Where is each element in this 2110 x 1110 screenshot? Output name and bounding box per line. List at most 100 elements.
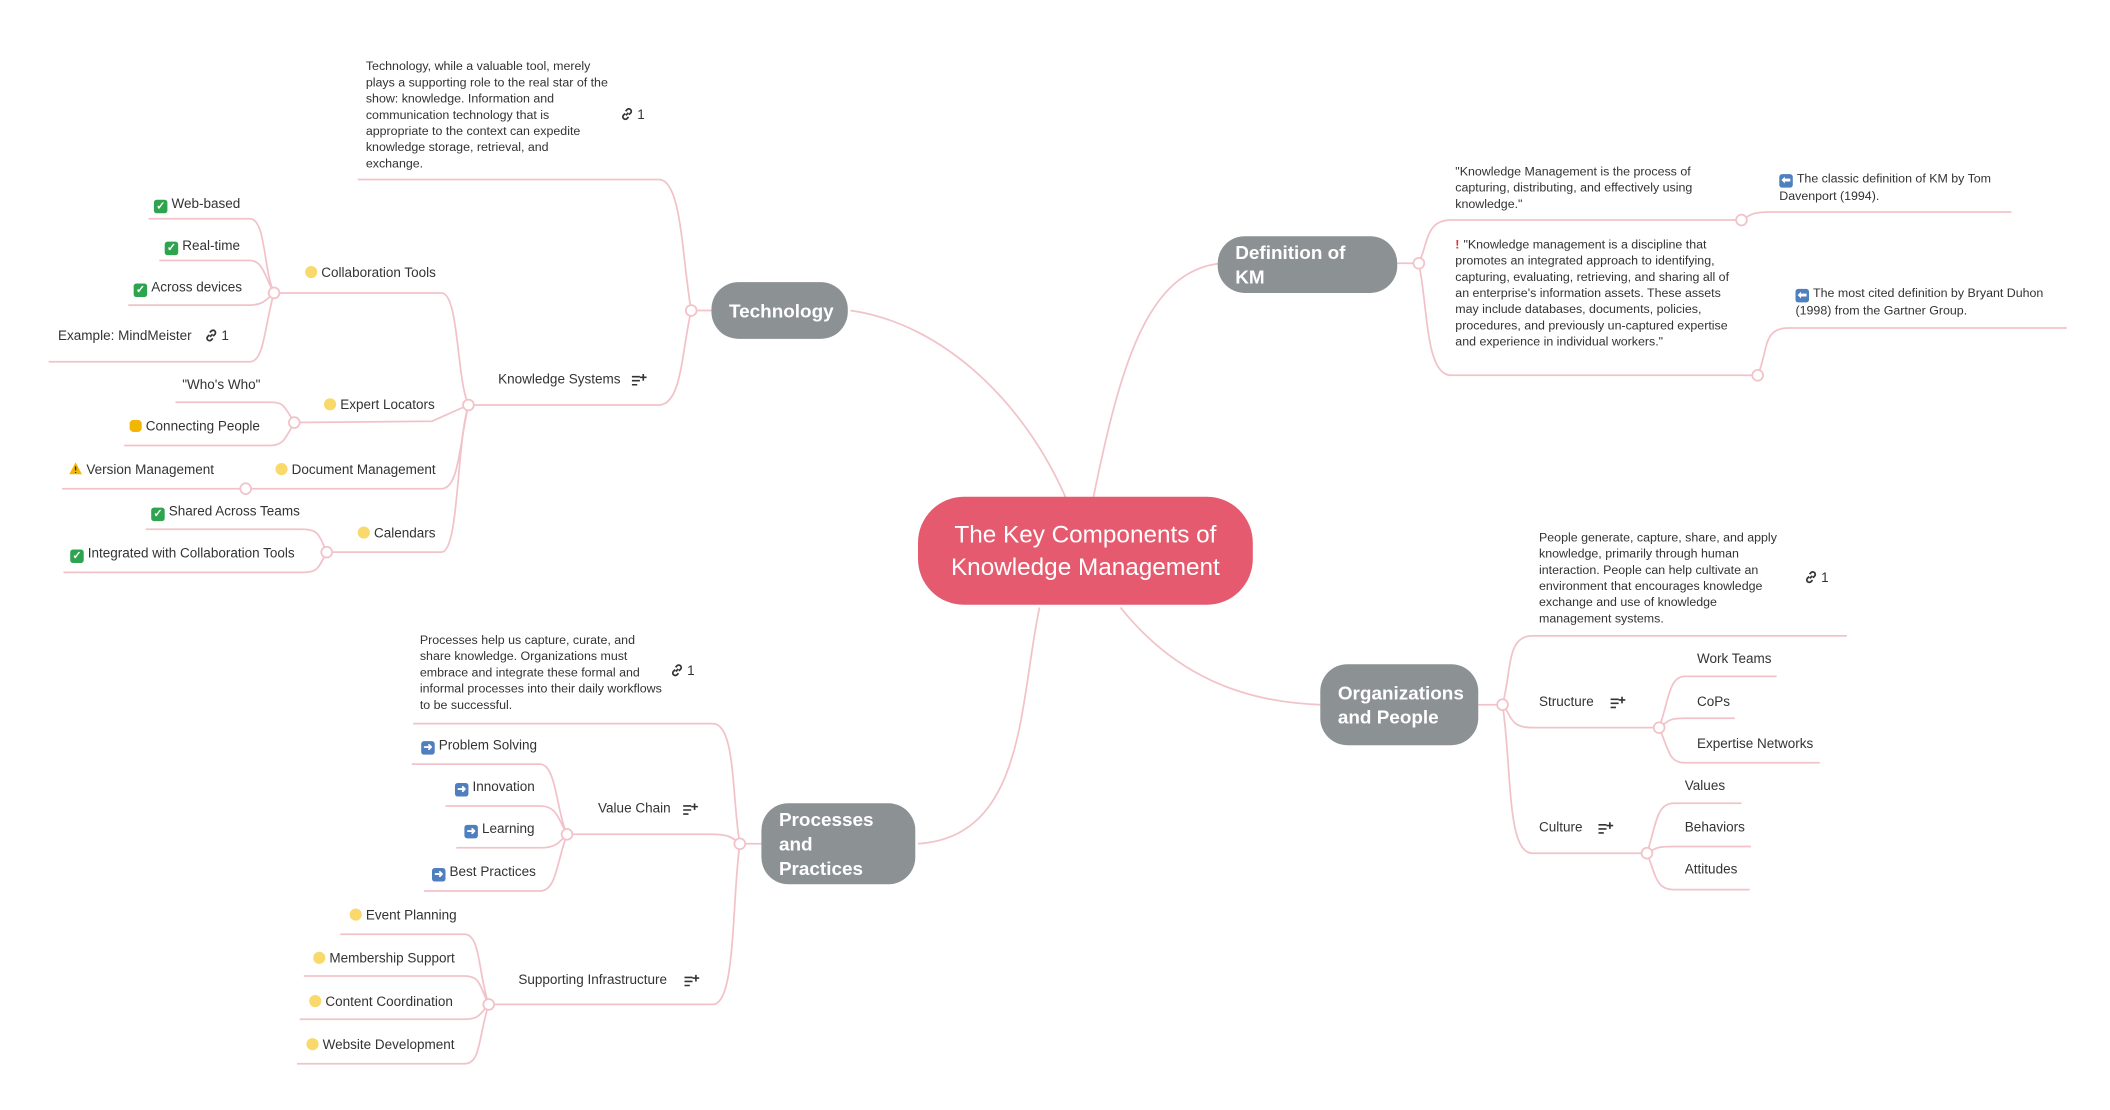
central-topic-line1: The Key Components of [954, 521, 1217, 549]
organizations-link-count[interactable]: 1 [1804, 570, 1829, 586]
learning-label: Learning [481, 822, 535, 837]
topic-value-chain[interactable]: Value Chain [598, 801, 671, 819]
topic-web-based[interactable]: ✓Web-based [153, 196, 241, 214]
topic-attitudes[interactable]: Attitudes [1685, 861, 1738, 879]
topic-document-management[interactable]: Document Management [275, 462, 436, 480]
topic-event-planning[interactable]: Event Planning [349, 907, 457, 925]
membership-support-label: Membership Support [329, 951, 455, 967]
topic-calendars[interactable]: Calendars [357, 525, 436, 543]
topic-supporting-infrastructure[interactable]: Supporting Infrastructure [518, 972, 667, 990]
value-chain-label: Value Chain [598, 801, 671, 817]
yellow-dot-icon [357, 526, 370, 539]
notes-icon[interactable] [631, 373, 647, 388]
version-management-label: Version Management [86, 463, 214, 478]
arrow-right-icon: ➜ [432, 868, 446, 882]
topic-collaboration-tools[interactable]: Collaboration Tools [305, 265, 436, 283]
yellow-dot-icon [309, 994, 322, 1008]
content-coordination-label: Content Coordination [325, 994, 453, 1010]
values-label: Values [1684, 778, 1726, 794]
branch-organizations-and-people[interactable]: Organizations and People [1320, 664, 1479, 746]
notes-icon[interactable] [1610, 696, 1626, 711]
processes-note[interactable]: Processes help us capture, curate, and s… [419, 633, 662, 712]
notes-icon[interactable] [1598, 822, 1614, 836]
branch-processes-line1: Processes [778, 808, 874, 831]
topic-innovation[interactable]: ➜Innovation [454, 779, 535, 797]
example-label: Example: MindMeister [58, 329, 192, 345]
behaviors-label: Behaviors [1684, 820, 1745, 836]
topic-structure[interactable]: Structure [1539, 694, 1594, 712]
link-icon [1805, 571, 1817, 584]
expert-locators-label: Expert Locators [340, 398, 435, 414]
structure-label: Structure [1539, 695, 1594, 711]
definition-quote-2-text: "Knowledge management is a discipline th… [1455, 237, 1730, 349]
yellow-dot-icon [306, 1038, 319, 1051]
central-topic[interactable]: The Key Components of Knowledge Manageme… [918, 496, 1253, 605]
web-based-label: Web-based [171, 197, 241, 212]
real-time-label: Real-time [182, 238, 241, 254]
topic-expert-locators[interactable]: Expert Locators [324, 397, 435, 415]
collaboration-tools-label: Collaboration Tools [321, 265, 436, 281]
across-devices-label: Across devices [151, 280, 242, 296]
topic-cops[interactable]: CoPs [1697, 694, 1730, 712]
handshake-icon [129, 419, 142, 432]
technology-link-count[interactable]: 1 [620, 107, 645, 123]
topic-content-coordination[interactable]: Content Coordination [309, 994, 453, 1012]
example-link-count[interactable]: 1 [204, 328, 229, 344]
definition-source-1[interactable]: ⬅The classic definition of KM by Tom Dav… [1779, 170, 2015, 204]
topic-shared-across-teams[interactable]: ✓Shared Across Teams [151, 504, 300, 522]
topic-values[interactable]: Values [1685, 778, 1725, 796]
check-icon: ✓ [151, 507, 165, 522]
work-teams-label: Work Teams [1696, 652, 1772, 667]
topic-behaviors[interactable]: Behaviors [1685, 819, 1745, 837]
topic-culture[interactable]: Culture [1539, 819, 1583, 837]
notes-icon[interactable] [683, 803, 698, 817]
topic-real-time[interactable]: ✓Real-time [164, 238, 241, 256]
topic-example-mindmeister[interactable]: Example: MindMeister [58, 328, 192, 346]
check-icon: ✓ [153, 199, 168, 214]
link-count: 1 [221, 329, 229, 345]
yellow-dot-icon [313, 951, 326, 964]
topic-knowledge-systems[interactable]: Knowledge Systems [498, 371, 620, 389]
cops-label: CoPs [1696, 695, 1730, 711]
branch-processes-and-practices[interactable]: Processes and Practices [761, 803, 916, 885]
definition-quote-1[interactable]: "Knowledge Management is the process of … [1455, 164, 1693, 211]
topic-connecting-people[interactable]: Connecting People [129, 419, 260, 437]
topic-across-devices[interactable]: ✓Across devices [133, 279, 242, 297]
warning-icon [69, 462, 82, 475]
topic-integrated-with-collaboration-tools[interactable]: ✓Integrated with Collaboration Tools [70, 545, 295, 563]
organizations-note[interactable]: People generate, capture, share, and app… [1539, 530, 1777, 626]
supporting-infrastructure-label: Supporting Infrastructure [518, 973, 667, 989]
topic-website-development[interactable]: Website Development [306, 1037, 454, 1055]
branch-definition-of-km[interactable]: Definition of KM [1217, 236, 1398, 293]
arrow-right-icon: ➜ [421, 741, 435, 755]
technology-note[interactable]: Technology, while a valuable tool, merel… [365, 59, 608, 171]
branch-technology[interactable]: Technology [711, 282, 848, 339]
topic-learning[interactable]: ➜Learning [464, 821, 534, 839]
topic-work-teams[interactable]: Work Teams [1697, 651, 1772, 669]
notes-icon[interactable] [684, 974, 700, 989]
topic-version-management[interactable]: Version Management [69, 462, 214, 480]
branch-organizations-line2: and People [1337, 706, 1439, 728]
processes-link-count[interactable]: 1 [670, 663, 695, 679]
arrow-right-icon: ➜ [454, 783, 469, 797]
topic-whos-who[interactable]: "Who's Who" [182, 377, 260, 395]
branch-definition-label: Definition of KM [1235, 241, 1346, 288]
arrow-left-icon: ⬅ [1795, 288, 1809, 303]
central-topic-line2: Knowledge Management [950, 553, 1220, 581]
connecting-people-label: Connecting People [145, 419, 260, 435]
document-management-label: Document Management [291, 463, 436, 478]
whos-who-label: "Who's Who" [182, 378, 261, 393]
check-icon: ✓ [133, 283, 148, 297]
definition-source-2-text: The most cited definition by Bryant Duho… [1795, 286, 2044, 318]
topic-expertise-networks[interactable]: Expertise Networks [1697, 736, 1813, 754]
innovation-label: Innovation [472, 780, 535, 796]
topic-problem-solving[interactable]: ➜Problem Solving [421, 737, 537, 755]
arrow-right-icon: ➜ [464, 824, 478, 839]
topic-membership-support[interactable]: Membership Support [313, 950, 455, 968]
link-count: 1 [1821, 571, 1829, 586]
knowledge-systems-label: Knowledge Systems [498, 372, 621, 388]
definition-source-2[interactable]: ⬅The most cited definition by Bryant Duh… [1795, 285, 2069, 319]
topic-best-practices[interactable]: ➜Best Practices [432, 864, 536, 882]
yellow-dot-icon [305, 265, 318, 279]
definition-quote-2[interactable]: !"Knowledge management is a discipline t… [1455, 236, 1739, 349]
